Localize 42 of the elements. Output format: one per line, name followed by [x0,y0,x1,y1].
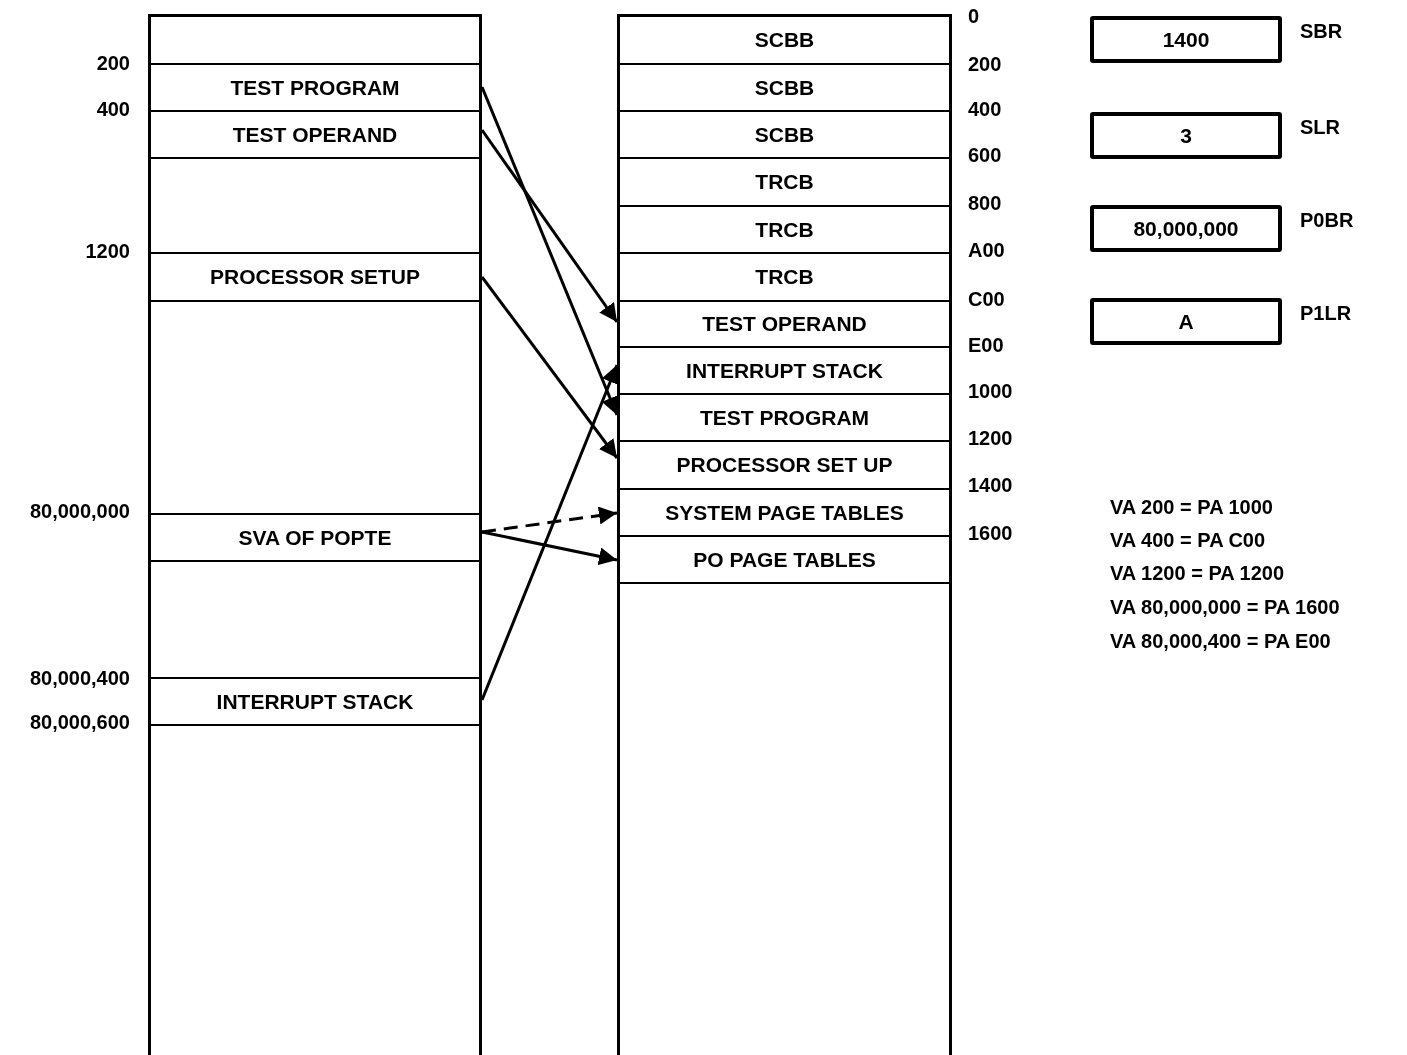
arrow [480,86,619,416]
register-box: 3 [1090,112,1282,159]
memory-segment: PROCESSOR SETUP [151,252,479,302]
address-label: 600 [968,144,1002,167]
register-name: P1LR [1300,302,1352,325]
register-name: P0BR [1300,209,1354,232]
address-label: 200 [96,52,130,75]
address-label: 200 [968,53,1002,76]
register-box: A [1090,298,1282,345]
address-label: A00 [968,239,1005,262]
mapping-note: VA 200 = PA 1000 [1110,496,1273,519]
mapping-note: VA 1200 = PA 1200 [1110,562,1284,585]
memory-segment: INTERRUPT STACK [151,677,479,726]
register-name: SBR [1300,20,1343,43]
mapping-note: VA 80,000,400 = PA E00 [1110,630,1331,653]
memory-segment: SVA OF POPTE [151,513,479,562]
mapping-note: VA 80,000,000 = PA 1600 [1110,596,1340,619]
address-label: 1600 [968,522,1013,545]
address-label: 1200 [968,427,1013,450]
address-label: 80,000,000 [29,500,130,523]
address-label: 1400 [968,474,1013,497]
arrow [481,506,618,534]
arrow [481,530,618,566]
arrow [480,276,619,459]
address-label: 800 [968,192,1002,215]
address-label: 80,000,400 [29,667,130,690]
address-label: C00 [968,288,1005,311]
register-box: 1400 [1090,16,1282,63]
address-label: 80,000,600 [29,711,130,734]
memory-column [617,14,952,1055]
memory-column [148,14,482,1055]
arrow [480,129,619,323]
register-box: 80,000,000 [1090,205,1282,252]
address-label: 1200 [85,240,130,263]
address-label: 0 [968,5,980,28]
register-name: SLR [1300,116,1340,139]
mapping-note: VA 400 = PA C00 [1110,529,1266,552]
address-label: 1000 [968,380,1013,403]
address-label: 400 [968,98,1002,121]
address-label: E00 [968,334,1004,357]
address-label: 400 [96,98,130,121]
arrow [480,364,619,701]
